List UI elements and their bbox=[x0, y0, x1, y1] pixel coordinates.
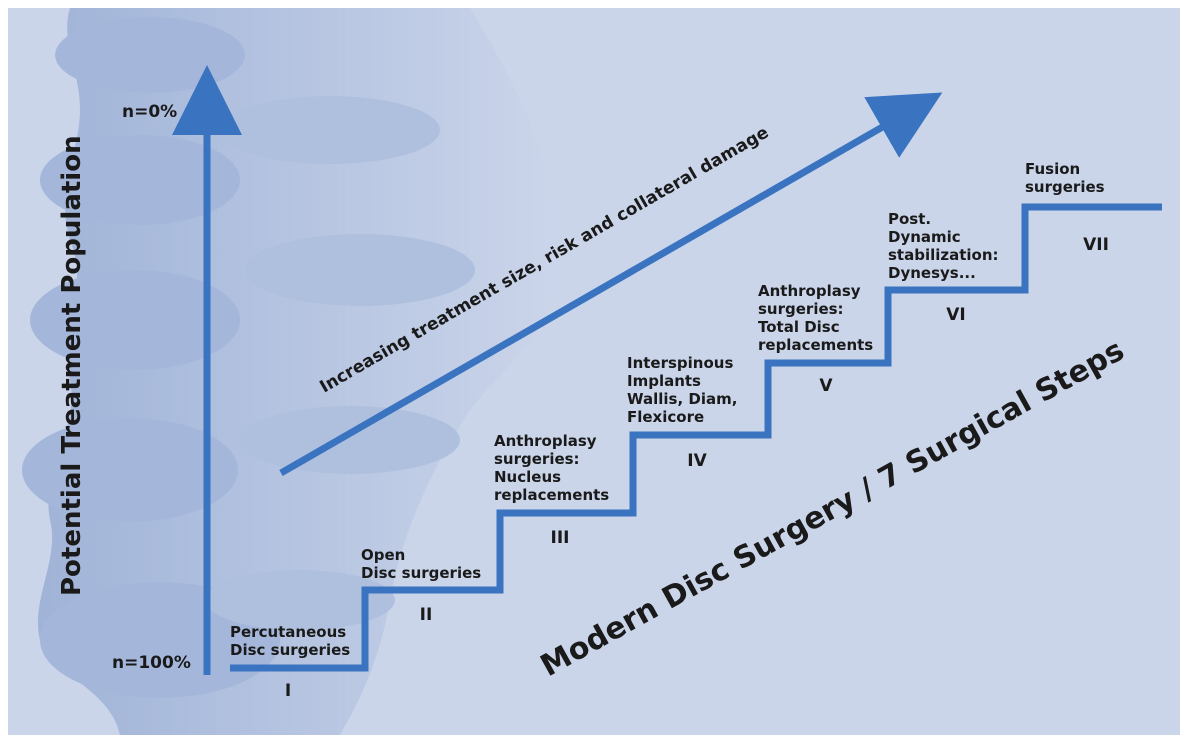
step-5-line: Total Disc bbox=[758, 318, 840, 336]
spinous-process-3 bbox=[240, 406, 460, 474]
step-7-line: Fusion bbox=[1025, 160, 1080, 178]
step-5-numeral: V bbox=[819, 376, 833, 396]
step-1-line: Percutaneous bbox=[230, 623, 346, 641]
population-axis-label: Potential Treatment Population bbox=[57, 135, 87, 596]
step-2-line: Open bbox=[361, 546, 405, 564]
axis-bottom-marker: n=100% bbox=[112, 653, 191, 673]
step-5-line: surgeries: bbox=[758, 300, 844, 318]
step-3-line: surgeries: bbox=[494, 450, 580, 468]
step-6-line: stabilization: bbox=[888, 246, 999, 264]
step-3-line: replacements bbox=[494, 486, 609, 504]
step-4-numeral: IV bbox=[687, 451, 707, 471]
step-4-line: Interspinous bbox=[627, 354, 733, 372]
step-3-line: Anthroplasy bbox=[494, 432, 597, 450]
step-1-line: Disc surgeries bbox=[230, 641, 350, 659]
step-7-numeral: VII bbox=[1083, 235, 1109, 255]
step-6-numeral: VI bbox=[946, 305, 965, 325]
step-6-line: Dynesys... bbox=[888, 264, 976, 282]
step-3-line: Nucleus bbox=[494, 468, 561, 486]
step-2-numeral: II bbox=[420, 605, 433, 625]
step-1-numeral: I bbox=[285, 681, 291, 701]
step-7-line: surgeries bbox=[1025, 178, 1105, 196]
step-4-line: Flexicore bbox=[627, 408, 704, 426]
vertebra-body-1 bbox=[55, 17, 245, 93]
step-4-line: Wallis, Diam, bbox=[627, 390, 737, 408]
axis-top-marker: n=0% bbox=[122, 102, 177, 122]
step-3-numeral: III bbox=[551, 528, 570, 548]
spinous-process-2 bbox=[245, 234, 475, 306]
spinous-process-1 bbox=[220, 96, 440, 164]
step-4-line: Implants bbox=[627, 372, 701, 390]
step-5-line: replacements bbox=[758, 336, 873, 354]
step-5-line: Anthroplasy bbox=[758, 282, 861, 300]
step-6-line: Dynamic bbox=[888, 228, 961, 246]
step-6-line: Post. bbox=[888, 210, 931, 228]
step-2-line: Disc surgeries bbox=[361, 564, 481, 582]
